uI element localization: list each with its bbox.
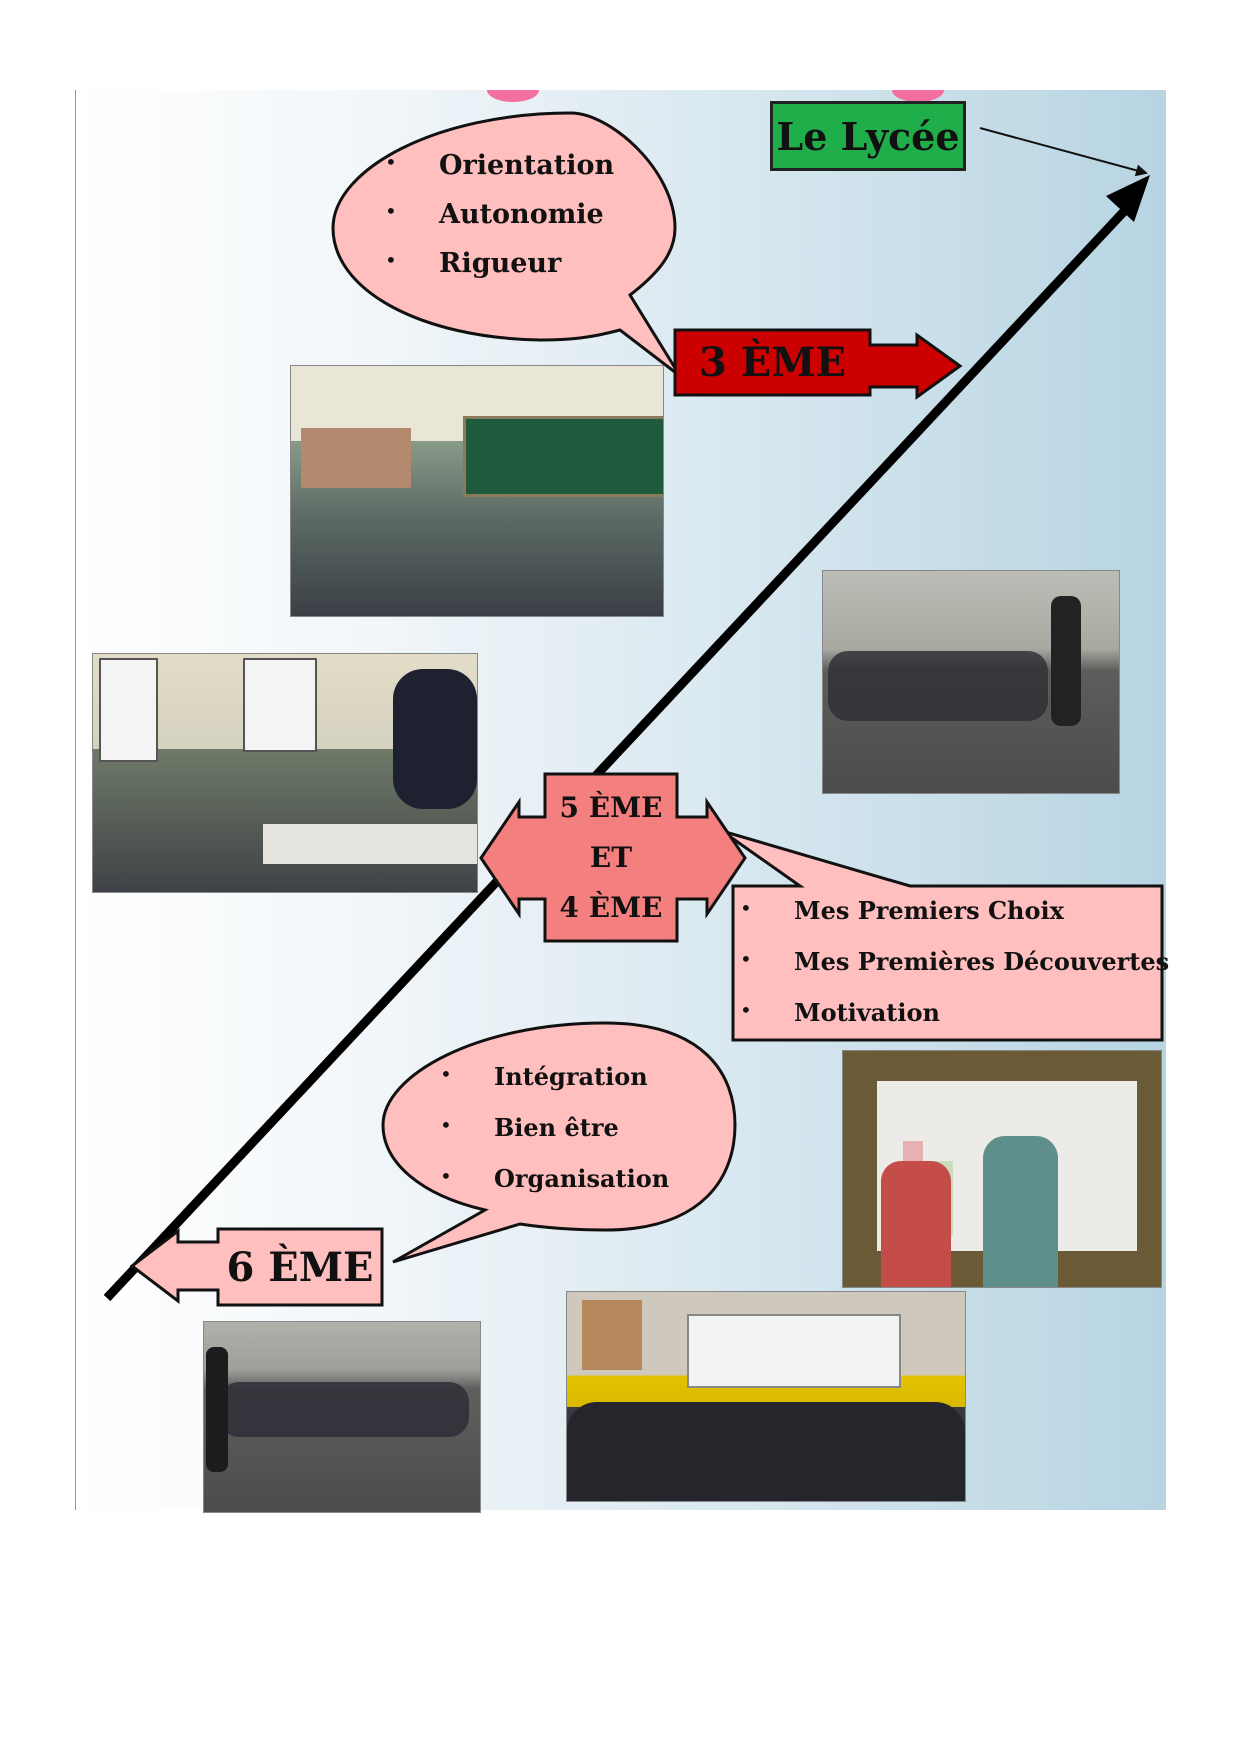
list-item: Intégration bbox=[440, 1062, 669, 1091]
teacher-shape bbox=[1051, 596, 1081, 726]
student-shape bbox=[881, 1161, 951, 1287]
stage-3eme-arrow bbox=[673, 328, 963, 400]
gym-group-shape bbox=[828, 651, 1048, 721]
stage-6eme-label: 6 ÈME bbox=[226, 1243, 374, 1291]
list-item: Mes Premiers Choix bbox=[740, 896, 1169, 925]
whiteboard-photo bbox=[842, 1050, 1162, 1288]
stage-54eme-line3: 4 ÈME bbox=[559, 890, 663, 924]
gym-group-shape bbox=[219, 1382, 469, 1437]
teacher-shape bbox=[983, 1136, 1058, 1287]
stage-6eme-arrow bbox=[129, 1227, 384, 1307]
students-shape bbox=[567, 1402, 965, 1501]
chalkboard-shape bbox=[463, 416, 663, 497]
corkboard-shape bbox=[582, 1300, 642, 1370]
timeline-arrow-head bbox=[1106, 175, 1150, 222]
gym-seated-photo bbox=[822, 570, 1120, 794]
classroom-presentation-photo bbox=[566, 1291, 966, 1502]
list-item: Autonomie bbox=[385, 199, 614, 230]
timeline-arrow-line bbox=[103, 201, 1134, 1302]
teacher-shape bbox=[206, 1347, 228, 1472]
bubble-3eme-list: Orientation Autonomie Rigueur bbox=[385, 150, 614, 279]
window-shape bbox=[99, 658, 158, 762]
stage-54eme-line2: ET bbox=[589, 840, 633, 874]
bubble-6eme-list: Intégration Bien être Organisation bbox=[440, 1062, 669, 1193]
desk-shape bbox=[263, 824, 477, 864]
lycee-pointer-arrow bbox=[979, 127, 1148, 177]
lycee-label: Le Lycée bbox=[770, 101, 966, 171]
list-item: Mes Premières Découvertes bbox=[740, 947, 1169, 976]
list-item: Rigueur bbox=[385, 248, 614, 279]
bubble-54eme bbox=[721, 829, 1164, 1042]
list-item: Bien être bbox=[440, 1113, 669, 1142]
noticeboard-shape bbox=[301, 428, 411, 488]
classroom-3eme-photo bbox=[290, 365, 664, 617]
student-shape bbox=[393, 669, 477, 809]
stage-3eme-label: 3 ÈME bbox=[698, 339, 846, 386]
stage-54eme-line1: 5 ÈME bbox=[559, 790, 663, 824]
list-item: Organisation bbox=[440, 1164, 669, 1193]
top-decoration-right bbox=[892, 90, 944, 102]
window-shape bbox=[243, 658, 317, 752]
whiteboard-shape bbox=[687, 1314, 901, 1388]
list-item: Orientation bbox=[385, 150, 614, 181]
classroom-54-photo bbox=[92, 653, 478, 893]
gym-6eme-photo bbox=[203, 1321, 481, 1513]
top-decoration-left bbox=[487, 90, 539, 102]
stage-54eme-label: 5 ÈME ET 4 ÈME bbox=[545, 776, 677, 939]
stage-54eme-arrow bbox=[479, 772, 747, 943]
bubble-54eme-list: Mes Premiers Choix Mes Premières Découve… bbox=[740, 896, 1169, 1027]
list-item: Motivation bbox=[740, 998, 1169, 1027]
